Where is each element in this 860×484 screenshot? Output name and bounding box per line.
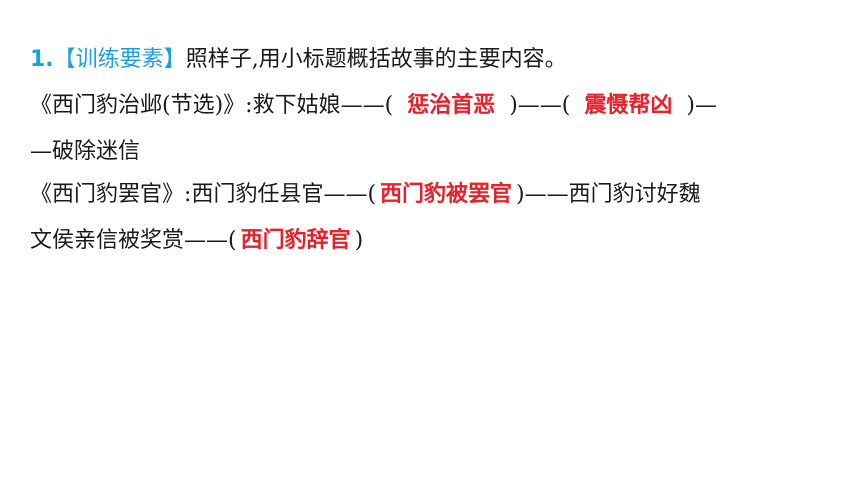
story1-answer-2: 震慑帮凶	[584, 93, 673, 118]
question-tag: 【训练要素】	[53, 47, 186, 72]
story2-answer-1: 西门豹被罢官	[380, 182, 513, 207]
story1-line: 《西门豹治邺(节选)》:救下姑娘——( 惩治首恶 )——( 震慑帮凶 )—	[30, 91, 717, 121]
story1-text-3: )—	[686, 93, 717, 118]
story2-line-continued: 文侯亲信被奖赏——(西门豹辞官)	[30, 226, 363, 256]
story1-separator: :	[245, 93, 253, 118]
story2-text-2: )——西门豹讨好魏	[516, 182, 701, 207]
story2-text-1: 西门豹任县官——(	[191, 182, 377, 207]
story1-text-1: 救下姑娘——(	[252, 93, 394, 118]
story2-text-3: 文侯亲信被奖赏——(	[30, 228, 237, 253]
story1-text-2: )——(	[509, 93, 571, 118]
question-number: 1.	[30, 47, 54, 72]
question-line: 1.【训练要素】照样子,用小标题概括故事的主要内容。	[30, 45, 567, 75]
story2-line: 《西门豹罢官》:西门豹任县官——(西门豹被罢官)——西门豹讨好魏	[30, 180, 701, 210]
story2-text-4: )	[354, 228, 364, 253]
question-prompt: 照样子,用小标题概括故事的主要内容。	[185, 47, 567, 72]
story2-answer-2: 西门豹辞官	[240, 228, 351, 253]
story1-answer-1: 惩治首恶	[407, 93, 496, 118]
story1-line-continued: —破除迷信	[30, 137, 140, 167]
story2-separator: :	[184, 182, 192, 207]
story1-title: 《西门豹治邺(节选)》	[30, 93, 246, 118]
story2-title: 《西门豹罢官》	[30, 182, 185, 207]
story1-text-4: —破除迷信	[30, 139, 141, 164]
